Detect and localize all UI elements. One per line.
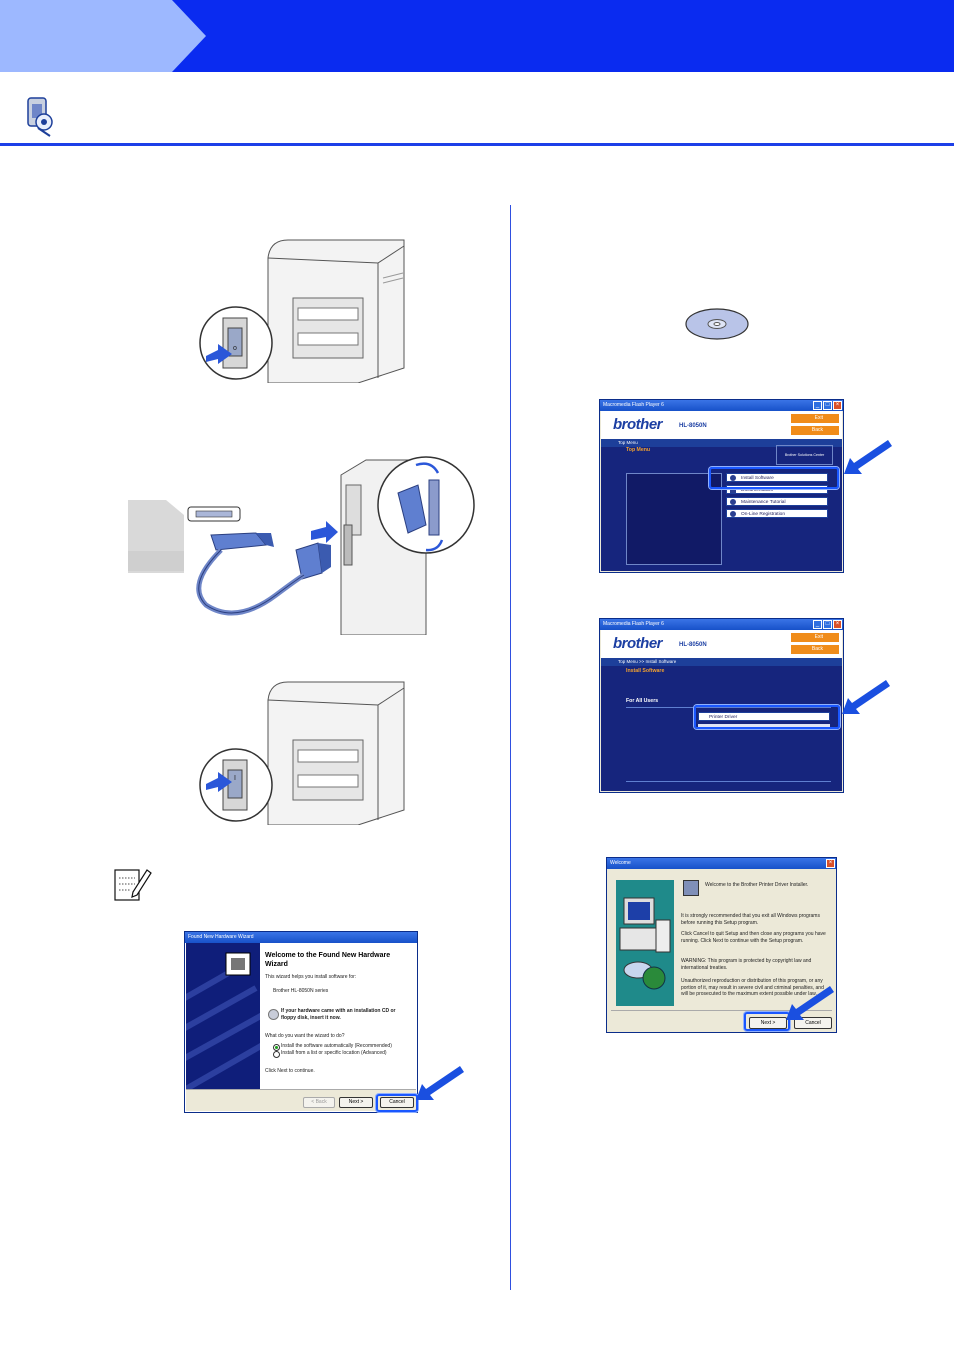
printer-power-on-illustration: I <box>199 681 405 825</box>
wizard-cd-note: If your hardware came with an installati… <box>281 1008 396 1021</box>
bottom-divider <box>626 781 831 782</box>
minimize-icon[interactable]: _ <box>813 401 822 410</box>
menu-documentation[interactable]: Documentation <box>726 485 828 494</box>
close-icon[interactable]: × <box>826 859 835 868</box>
header-rule <box>0 143 954 146</box>
section-title: Top Menu <box>626 447 651 453</box>
group-label: For All Users <box>626 698 659 704</box>
welcome-heading: Welcome to the Brother Printer Driver In… <box>705 882 809 888</box>
globe-icon <box>730 475 736 481</box>
close-icon[interactable]: × <box>833 401 842 410</box>
wizard-heading: Welcome to the Found New Hardware Wizard <box>265 952 391 968</box>
solutions-center-link[interactable]: Brother Solutions Center <box>776 445 833 465</box>
welcome-dialog: Welcome × Welcome to the Brother Printer… <box>606 857 837 1033</box>
brand-header: brother HL-8050N Exit Back <box>601 411 842 439</box>
wizard-continue-text: Click Next to continue. <box>265 1068 315 1074</box>
pointer-arrow-icon <box>842 680 890 714</box>
flash-install-title-text: Macromedia Flash Player 6 <box>603 621 664 627</box>
exit-label: Exit <box>814 634 823 640</box>
next-highlight <box>744 1012 790 1031</box>
radio-auto[interactable] <box>273 1044 280 1051</box>
menu-maintenance-tutorial[interactable]: Maintenance Tutorial <box>726 497 828 506</box>
close-icon[interactable]: × <box>833 620 842 629</box>
wizard-side-panel <box>185 943 268 1092</box>
option-advanced-label[interactable]: Install from a list or specific location… <box>281 1050 387 1056</box>
menu-printer-driver[interactable]: Printer Driver <box>698 712 830 721</box>
preview-panel <box>626 473 722 565</box>
svg-text:I: I <box>234 775 236 782</box>
menu-documentation-label: Documentation <box>741 488 774 493</box>
cancel-highlight <box>376 1094 418 1112</box>
menu-online-registration-label: On-Line Registration <box>741 512 785 517</box>
installer-graphic <box>616 880 674 1006</box>
pointer-arrow-icon <box>416 1066 464 1100</box>
back-button[interactable]: < Back <box>303 1097 335 1108</box>
wizard-device: Brother HL-8050N series <box>273 988 329 994</box>
pointer-arrow-icon <box>844 440 892 474</box>
welcome-para1: It is strongly recommended that you exit… <box>681 913 820 926</box>
back-button[interactable]: Back <box>791 645 839 654</box>
exit-label: Exit <box>814 415 823 421</box>
parallel-interface-icon <box>27 97 53 137</box>
welcome-para4: Unauthorized reproduction or distributio… <box>681 978 824 997</box>
minimize-icon[interactable]: _ <box>813 620 822 629</box>
welcome-title: Welcome × <box>607 858 836 869</box>
install-software-highlight <box>709 467 839 489</box>
installer-icon <box>683 880 699 896</box>
model-label: HL-8050N <box>679 642 707 648</box>
model-label: HL-8050N <box>679 423 707 429</box>
printer-driver-highlight <box>694 705 840 729</box>
flash-menu-body: Top Menu Brother Solutions Center Instal… <box>601 445 842 571</box>
menu-online-registration[interactable]: On-Line Registration <box>726 509 828 518</box>
maximize-icon[interactable]: □ <box>823 620 832 629</box>
back-label: Back <box>811 646 823 652</box>
brother-logo: brother <box>613 416 663 433</box>
flash-install-title: Macromedia Flash Player 6 _□× <box>600 619 843 630</box>
menu-install-software[interactable]: Install Software <box>726 473 828 482</box>
hardware-wizard-title: Found New Hardware Wizard <box>185 932 417 943</box>
welcome-para3: WARNING: This program is protected by co… <box>681 958 812 971</box>
svg-text:o: o <box>233 345 237 352</box>
note-icon <box>114 869 152 901</box>
flash-menu-title: Macromedia Flash Player 6 _□× <box>600 400 843 411</box>
menu-printer-driver-label: Printer Driver <box>709 715 738 720</box>
breadcrumb: Top Menu <box>601 439 842 447</box>
pointer-arrow-icon <box>786 986 834 1020</box>
welcome-title-text: Welcome <box>610 860 631 866</box>
printer-power-switch-illustration: o <box>199 239 405 383</box>
option-auto-label[interactable]: Install the software automatically (Reco… <box>281 1043 392 1049</box>
brother-logo: brother <box>613 635 663 652</box>
column-divider <box>510 205 511 1290</box>
breadcrumb: Top Menu >> Install Software <box>601 658 842 666</box>
hardware-wizard-window: Found New Hardware Wizard Welcome to the… <box>184 931 418 1113</box>
step-tab <box>0 0 206 72</box>
dialog-separator <box>611 1010 832 1011</box>
exit-button[interactable]: Exit <box>791 414 839 423</box>
group-divider <box>626 707 831 708</box>
back-label: Back <box>811 427 823 433</box>
cancel-button[interactable]: Cancel <box>380 1097 414 1108</box>
cd-rom-icon <box>685 308 749 340</box>
back-button[interactable]: Back <box>791 426 839 435</box>
menu-install-software-label: Install Software <box>741 476 774 481</box>
pen-icon <box>730 511 736 517</box>
next-button[interactable]: Next > <box>339 1097 373 1108</box>
welcome-para2: Click Cancel to quit Setup and then clos… <box>681 931 826 944</box>
brand-header: brother HL-8050N Exit Back <box>601 630 842 658</box>
wizard-question: What do you want the wizard to do? <box>265 1033 345 1039</box>
wizard-intro: This wizard helps you install software f… <box>265 974 357 980</box>
parallel-cable-connection-illustration <box>128 456 475 635</box>
flash-menu-title-text: Macromedia Flash Player 6 <box>603 402 664 408</box>
cd-icon <box>268 1009 279 1020</box>
wrench-icon <box>730 499 736 505</box>
menu-maintenance-tutorial-label: Maintenance Tutorial <box>741 500 786 505</box>
next-button[interactable]: Next > <box>749 1017 787 1029</box>
maximize-icon[interactable]: □ <box>823 401 832 410</box>
section-title: Install Software <box>626 668 665 674</box>
radio-advanced[interactable] <box>273 1051 280 1058</box>
document-icon <box>730 487 736 493</box>
exit-button[interactable]: Exit <box>791 633 839 642</box>
